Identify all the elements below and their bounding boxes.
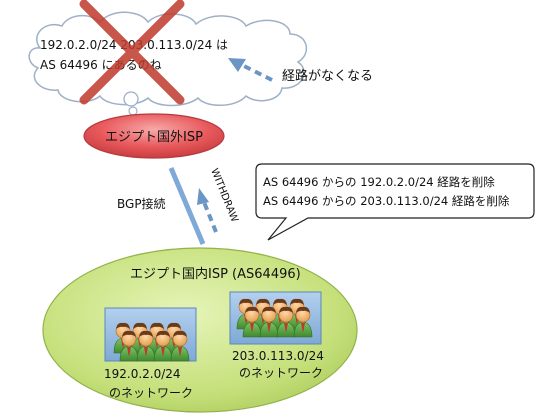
network-2-prefix: 203.0.113.0/24 [232,349,324,363]
network-1-prefix: 192.0.2.0/24 [104,367,181,381]
thought-line-2: AS 64496 にあるのね [40,58,162,72]
route-gone-label: 経路がなくなる [282,68,373,84]
callout-line-2: AS 64496 からの 203.0.113.0/24 経路を削除 [263,194,510,208]
bgp-label: BGP接続 [117,196,166,211]
network-1-caption: のネットワーク [109,386,193,400]
network-group-1: 192.0.2.0/24 のネットワーク [104,307,197,400]
network-group-2: 203.0.113.0/24 のネットワーク [229,291,324,380]
withdraw-arrow [197,188,218,233]
users-icon [113,322,190,362]
callout-line-1: AS 64496 からの 192.0.2.0/24 経路を削除 [263,175,495,189]
external-isp: エジプト国外ISP [83,113,225,159]
route-gone-arrow [228,58,273,82]
thought-cloud: 192.0.2.0/24 203.0.113.0/24 は AS 64496 に… [28,11,308,116]
network-2-caption: のネットワーク [239,366,323,380]
users-icon [236,298,313,338]
thought-bubble-large [123,91,139,107]
cross-out-icon [79,0,185,105]
bgp-connection-line [168,167,206,245]
thought-bubble-small [128,106,138,116]
withdraw-callout: AS 64496 からの 192.0.2.0/24 経路を削除 AS 64496… [255,163,535,241]
withdraw-label: WITHDRAW [208,167,240,224]
external-isp-label: エジプト国外ISP [105,130,203,145]
domestic-isp: エジプト国内ISP (AS64496) [42,247,358,413]
domestic-isp-label: エジプト国内ISP (AS64496) [130,266,301,282]
